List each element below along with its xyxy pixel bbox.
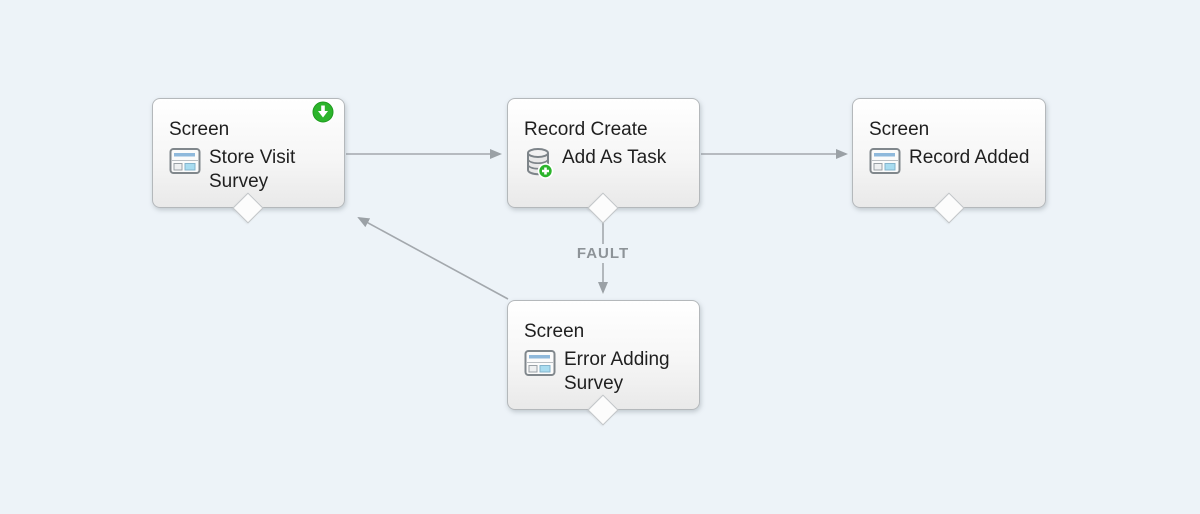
- node-name-label: Record Added: [909, 147, 1030, 168]
- node-name-label: Store Visit Survey: [209, 147, 296, 192]
- screen-form-icon: [169, 148, 201, 174]
- screen-form-icon: [524, 350, 556, 376]
- flow-node-record-added[interactable]: Screen Record Added: [852, 98, 1046, 208]
- flow-start-badge: [311, 100, 335, 124]
- fault-connector-label: FAULT: [569, 244, 637, 263]
- screen-form-icon: [869, 148, 901, 174]
- connector-error-screen-to-store-visit[interactable]: [357, 217, 509, 300]
- record-create-database-icon: [527, 148, 554, 179]
- flow-node-store-visit-survey[interactable]: Screen Store Visit Survey: [152, 98, 345, 208]
- node-type-label: Screen: [869, 119, 930, 140]
- node-name-label: Error Adding Survey: [564, 349, 670, 394]
- down-arrow-icon: [318, 105, 328, 118]
- node-type-label: Screen: [169, 119, 230, 140]
- node-type-label: Record Create: [524, 119, 648, 140]
- flow-node-error-adding-survey[interactable]: Screen Error Adding Survey: [507, 300, 700, 410]
- node-type-label: Screen: [524, 321, 585, 342]
- node-name-label: Add As Task: [562, 147, 667, 168]
- flow-node-add-as-task[interactable]: Record Create Add As Task: [507, 98, 700, 208]
